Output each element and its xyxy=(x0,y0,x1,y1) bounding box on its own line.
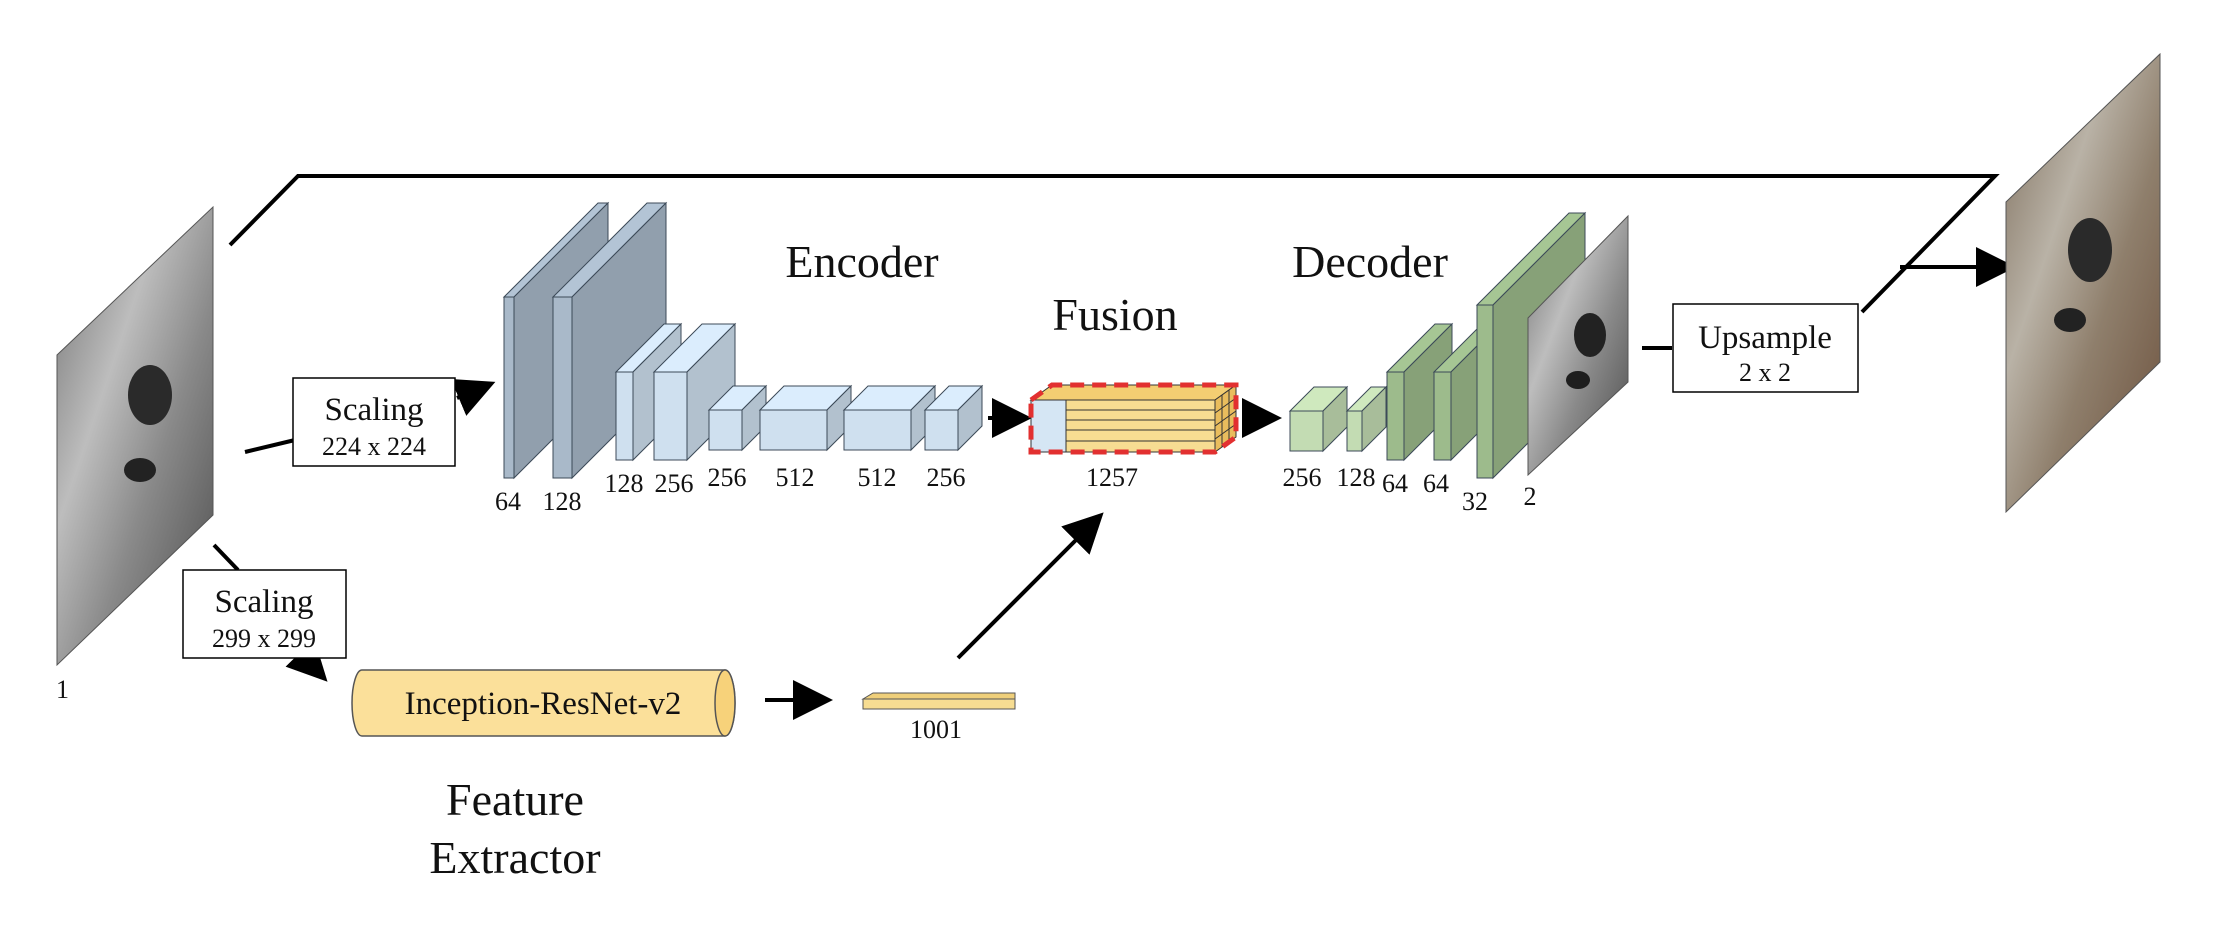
encoder-layer-block xyxy=(551,201,668,480)
inception-label: Inception-ResNet-v2 xyxy=(405,686,682,722)
encoder-layer-label: 64 xyxy=(495,487,521,516)
scaling-top-title: Scaling xyxy=(325,392,424,428)
encoder-layer-label: 256 xyxy=(708,463,747,492)
skip-connection-line xyxy=(228,174,2000,314)
encoder-layer-label: 256 xyxy=(655,469,694,498)
scaling-bottom-size: 299 x 299 xyxy=(212,624,316,653)
arrow-scaling-to-encoder xyxy=(450,378,496,416)
scaling-top-size: 224 x 224 xyxy=(322,432,426,461)
encoder-blocks: 64 128 128 256 256 512 512 256 xyxy=(495,201,984,516)
fusion-depth-label: 1257 xyxy=(1086,463,1138,492)
encoder-title: Encoder xyxy=(785,236,938,287)
decoder-output-image xyxy=(1527,214,1629,477)
line-input-to-scaling-top xyxy=(244,438,296,454)
encoder-layer-label: 512 xyxy=(776,463,815,492)
encoder-layer-label: 128 xyxy=(543,487,582,516)
upsample-size: 2 x 2 xyxy=(1739,358,1791,387)
scaling-box-bottom: Scaling 299 x 299 xyxy=(182,569,347,659)
upsample-title: Upsample xyxy=(1698,320,1832,356)
arrow-vector-to-fusion xyxy=(956,512,1104,660)
decoder-layer-label: 64 xyxy=(1423,469,1449,498)
line-input-to-scaling-bottom xyxy=(212,543,240,572)
encoder-layer-label: 128 xyxy=(605,469,644,498)
decoder-layer-block xyxy=(1385,322,1454,462)
encoder-layer-label: 256 xyxy=(927,463,966,492)
encoder-layer-block xyxy=(707,384,768,452)
encoder-layer-block xyxy=(652,322,737,462)
decoder-layer-block xyxy=(1288,385,1349,453)
encoder-layer-block xyxy=(923,384,984,452)
fusion-block: 1257 xyxy=(1028,382,1239,492)
feature-vector-label: 1001 xyxy=(910,715,962,744)
decoder-layer-label: 2 xyxy=(1524,482,1537,511)
fusion-highlight-border xyxy=(1028,382,1239,455)
feature-extractor-title-line1: Feature xyxy=(446,774,584,825)
inception-cylinder: Inception-ResNet-v2 xyxy=(351,669,736,737)
decoder-layer-label: 128 xyxy=(1337,463,1376,492)
encoder-layer-label: 512 xyxy=(858,463,897,492)
input-channels-label: 1 xyxy=(56,675,69,704)
fusion-title: Fusion xyxy=(1052,289,1177,340)
scaling-box-top: Scaling 224 x 224 xyxy=(292,377,456,467)
scaling-bottom-title: Scaling xyxy=(215,584,314,620)
encoder-layer-block xyxy=(758,384,853,452)
feature-extractor-title-line2: Extractor xyxy=(429,832,600,883)
feature-vector: 1001 xyxy=(861,692,1016,744)
decoder-layer-block xyxy=(1345,385,1388,453)
upsample-box: Upsample 2 x 2 xyxy=(1672,303,1859,393)
decoder-layer-label: 64 xyxy=(1382,469,1408,498)
decoder-layer-label: 32 xyxy=(1462,487,1488,516)
decoder-title: Decoder xyxy=(1292,236,1448,287)
decoder-layer-label: 256 xyxy=(1283,463,1322,492)
input-image: 1 xyxy=(56,205,214,704)
encoder-layer-block xyxy=(842,384,937,452)
output-image xyxy=(2005,52,2161,514)
